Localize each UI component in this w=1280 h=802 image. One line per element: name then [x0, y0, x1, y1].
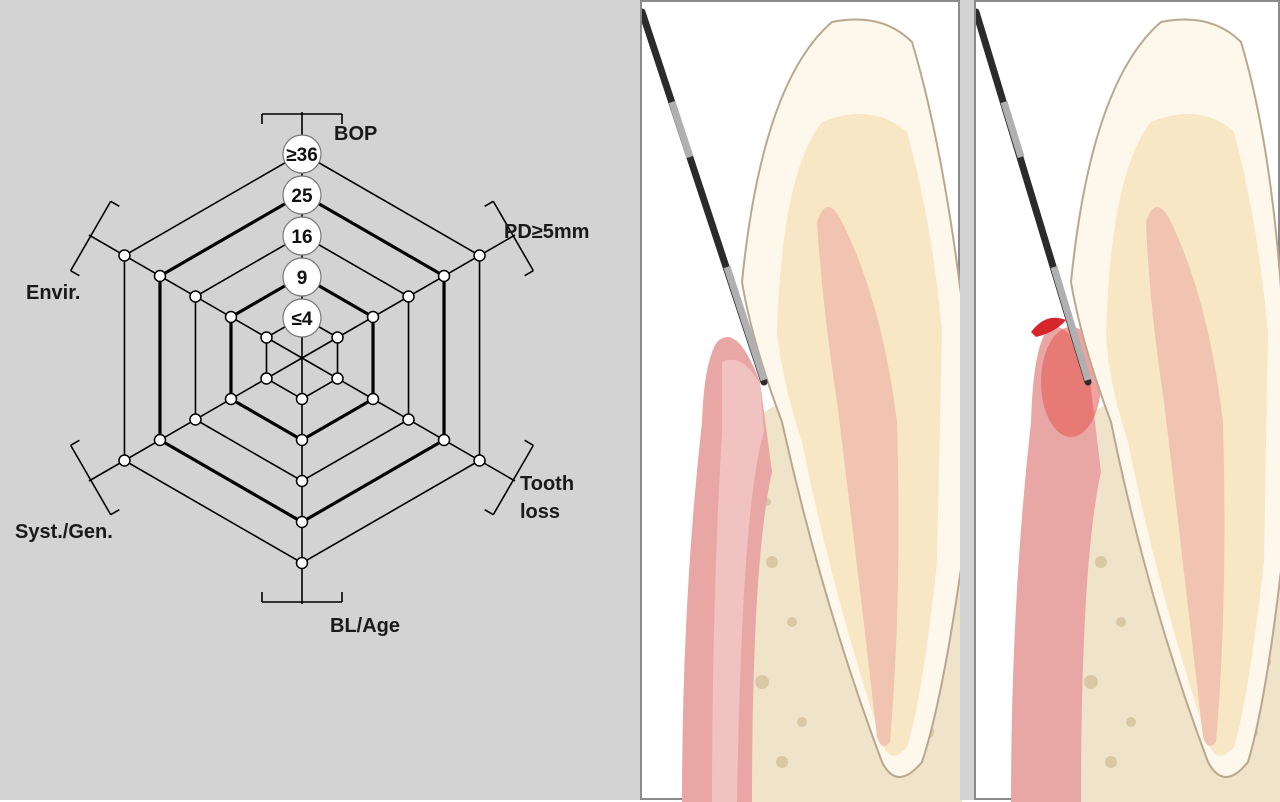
- radar-marker: [153, 433, 167, 447]
- bleeding-probing-illustration: [974, 0, 1280, 802]
- radar-cap-tick-b-4: [70, 439, 80, 447]
- radar-axis-cap-tooth_loss: [492, 444, 535, 516]
- radar-cap-tick-b-1: [524, 269, 534, 277]
- axis-label-syst-gen: Syst./Gen.: [15, 521, 113, 543]
- axis-label-tooth-loss-line2: loss: [520, 501, 560, 523]
- radar-marker: [295, 392, 309, 406]
- radar-cap-tick-a-4: [110, 508, 120, 516]
- radar-marker: [260, 372, 273, 385]
- radar-cap-tick-b-2: [484, 508, 494, 516]
- pulp: [817, 207, 899, 746]
- tooth-probe-bleeding-drawing: [976, 8, 1280, 802]
- ring-value-label: ≤4: [292, 309, 313, 330]
- radar-axis-cap-envir: [69, 200, 112, 272]
- axis-label-bl-age: BL/Age: [330, 615, 400, 637]
- radar-cap-tick-b-5: [110, 200, 120, 208]
- ring-value-label: 9: [297, 268, 308, 289]
- ring-value-label: 25: [291, 186, 313, 207]
- radar-cap-tick-a-5: [70, 269, 80, 277]
- pulp: [1146, 207, 1225, 746]
- radar-marker: [295, 515, 309, 529]
- ring-value-bubble: [282, 175, 322, 215]
- healthy-probing-illustration: [640, 0, 962, 802]
- ring-value-bubble: [282, 134, 322, 174]
- radar-marker: [118, 249, 131, 262]
- radar-marker: [295, 474, 309, 488]
- ring-value-bubble: [282, 298, 322, 338]
- radar-marker: [295, 433, 309, 447]
- panel-gap: [960, 0, 974, 800]
- radar-cap-tick-a-2: [524, 439, 534, 447]
- radar-marker: [118, 454, 131, 467]
- radar-marker: [224, 310, 238, 324]
- ring-value-label: 16: [291, 227, 312, 248]
- radar-marker: [260, 331, 273, 344]
- inflamed-gingiva: [1041, 327, 1101, 437]
- radar-axis-cap-syst_gen: [69, 444, 112, 516]
- radar-marker: [331, 372, 344, 385]
- gingiva: [1011, 327, 1101, 802]
- radar-marker: [366, 310, 380, 324]
- radar-marker: [437, 269, 451, 283]
- radar-marker: [473, 454, 486, 467]
- radar-marker: [189, 290, 202, 303]
- radar-marker: [224, 392, 238, 406]
- ring-value-bubble: [282, 257, 322, 297]
- radar-cap-tick-a-1: [484, 200, 494, 208]
- ring-value-label: ≥36: [286, 145, 318, 166]
- axis-label-envir: Envir.: [26, 282, 80, 304]
- ring-value-bubble: [282, 216, 322, 256]
- radar-marker: [366, 392, 380, 406]
- axis-label-bop: BOP: [334, 123, 377, 145]
- radar-marker: [473, 249, 486, 262]
- radar-marker: [437, 433, 451, 447]
- axis-label-tooth-loss-line1: Tooth: [520, 473, 574, 495]
- radar-marker: [402, 413, 415, 426]
- radar-marker: [331, 331, 344, 344]
- radar-marker: [295, 556, 309, 570]
- tooth-probe-healthy-drawing: [642, 8, 962, 802]
- radar-marker: [189, 413, 202, 426]
- radar-axis-cap-pd: [492, 200, 535, 272]
- axis-label-pd: PD≥5mm: [504, 221, 589, 243]
- blood-drop: [1031, 317, 1066, 337]
- radar-marker: [153, 269, 167, 283]
- radar-marker: [402, 290, 415, 303]
